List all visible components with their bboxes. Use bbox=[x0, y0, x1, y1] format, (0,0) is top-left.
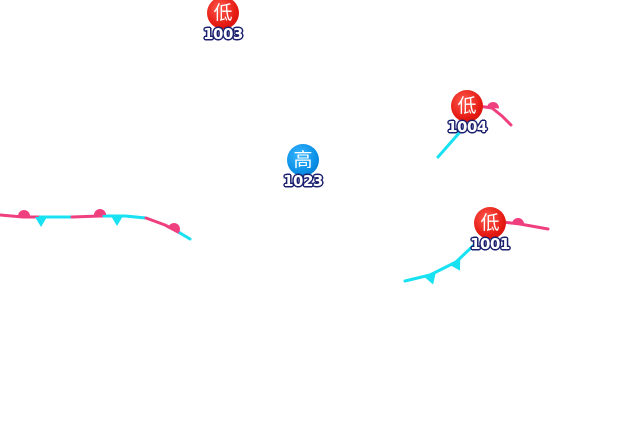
high-pressure-icon: 高 bbox=[287, 144, 319, 176]
cold-front-triangle bbox=[111, 216, 123, 226]
low-pressure-icon: 低 bbox=[451, 90, 483, 122]
pressure-label: 1003 bbox=[203, 25, 243, 43]
warm-front-semicircle bbox=[168, 223, 180, 232]
pressure-center-low-1004[interactable]: 低 1004 bbox=[437, 90, 497, 136]
warm-front-semicircle bbox=[487, 102, 499, 109]
cold-front-segment bbox=[436, 130, 462, 159]
warm-front-semicircle bbox=[18, 210, 30, 216]
cold-front-triangle bbox=[35, 217, 47, 227]
cold-front-segment bbox=[178, 231, 192, 241]
cold-front-triangle bbox=[424, 273, 436, 285]
pressure-label: 1023 bbox=[283, 172, 323, 190]
low-pressure-icon: 低 bbox=[207, 0, 239, 29]
warm-front-segment bbox=[0, 213, 42, 219]
warm-front-semicircle bbox=[512, 218, 524, 225]
warm-front-segment bbox=[144, 216, 182, 235]
cold-front-segment bbox=[102, 214, 148, 220]
warm-front-segment bbox=[476, 104, 513, 127]
pressure-label: 1001 bbox=[470, 235, 510, 253]
cold-front-segment bbox=[403, 243, 476, 283]
pressure-center-low-1003[interactable]: 低 1003 bbox=[193, 0, 253, 43]
cold-front-triangle bbox=[449, 259, 461, 271]
warm-front-semicircle bbox=[94, 209, 106, 215]
pressure-center-low-1001[interactable]: 低 1001 bbox=[460, 207, 520, 253]
low-pressure-icon: 低 bbox=[474, 207, 506, 239]
pressure-label: 1004 bbox=[447, 118, 487, 136]
warm-front-segment bbox=[70, 214, 106, 219]
pressure-center-high-1023[interactable]: 高 1023 bbox=[273, 144, 333, 190]
